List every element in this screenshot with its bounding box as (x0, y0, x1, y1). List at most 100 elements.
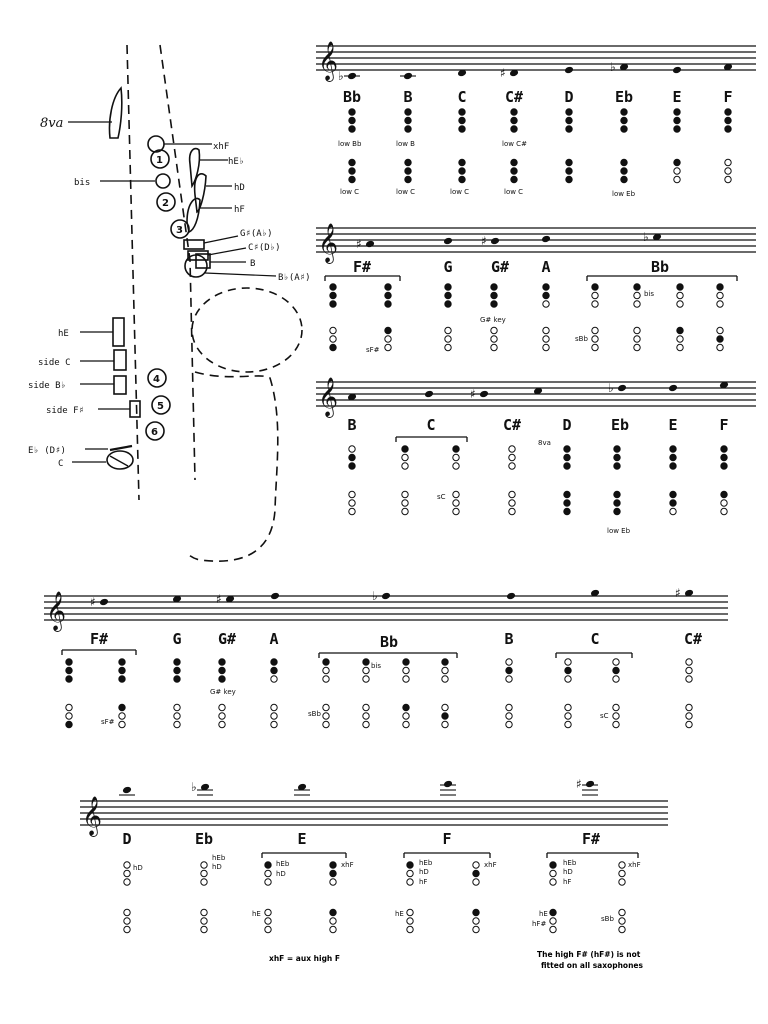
label-b: B (250, 259, 255, 269)
note-label: Bb (651, 258, 669, 276)
open-key (505, 658, 513, 666)
fingering (716, 283, 724, 352)
staves: 𝄞𝄞𝄞𝄞𝄞 (44, 41, 756, 837)
fingering (673, 108, 681, 184)
fingering (542, 283, 550, 352)
footnote-highfsharp-1: The high F# (hF#) is not (537, 950, 641, 959)
fingering (564, 658, 572, 729)
open-key (123, 917, 131, 925)
open-key (362, 703, 370, 712)
closed-key (472, 908, 480, 917)
closed-key (348, 175, 356, 184)
open-key (618, 861, 626, 869)
closed-key (458, 175, 466, 184)
open-key (618, 908, 626, 917)
key-annotation: low C (450, 188, 469, 196)
open-key (676, 291, 684, 300)
closed-key (720, 453, 728, 462)
open-key (406, 917, 414, 925)
open-key (402, 720, 410, 729)
open-key (348, 499, 356, 507)
closed-key (404, 175, 412, 184)
key-annotation: sBb (308, 710, 321, 718)
closed-key (329, 283, 337, 291)
key-annotation: hF# (532, 920, 546, 928)
fingering (123, 861, 131, 934)
closed-key (406, 861, 414, 869)
open-key (490, 343, 498, 352)
fingering (402, 658, 410, 729)
open-key (329, 335, 337, 343)
closed-key (565, 167, 573, 175)
open-key (564, 703, 572, 712)
open-key (123, 861, 131, 869)
note-label: C# (684, 630, 702, 648)
open-key (720, 499, 728, 507)
closed-key (402, 703, 410, 712)
key-num-3: 3 (176, 225, 183, 236)
open-key (118, 720, 126, 729)
open-key (633, 343, 641, 352)
open-key (618, 917, 626, 925)
closed-key (65, 658, 73, 666)
closed-key (173, 675, 181, 683)
closed-key (348, 158, 356, 167)
open-key (401, 490, 409, 499)
key-annotation: low C# (502, 140, 527, 148)
alt-bracket (546, 852, 639, 858)
fingering (270, 658, 278, 729)
key-annotation: hD (563, 868, 573, 876)
flat-sign: ♭ (338, 69, 344, 83)
closed-key (620, 125, 628, 133)
note-label: B (403, 88, 412, 106)
note-label: F (442, 830, 451, 848)
fingering (458, 108, 466, 184)
fingering (505, 658, 513, 729)
closed-key (510, 116, 518, 125)
side-bb-key (113, 375, 127, 395)
open-key (348, 507, 356, 516)
open-key (401, 499, 409, 507)
open-key (618, 869, 626, 878)
key-annotation: hD (133, 864, 143, 872)
closed-key (612, 666, 620, 675)
closed-key (264, 861, 272, 869)
palm-key-heb (188, 147, 201, 189)
key-annotation: low Eb (607, 527, 631, 535)
open-key (724, 158, 732, 167)
alt-bracket (61, 649, 137, 655)
closed-key (669, 490, 677, 499)
label-bb: B♭(A♯) (278, 273, 311, 283)
label-side-c: side C (38, 358, 71, 368)
open-key (591, 343, 599, 352)
key-annotation: sF# (366, 346, 380, 354)
open-key (264, 908, 272, 917)
open-key (173, 703, 181, 712)
sharp-sign: ♯ (481, 234, 487, 248)
note-label: C (426, 416, 435, 434)
key-annotation: xhF (341, 861, 354, 869)
closed-key (322, 658, 330, 666)
fingering (676, 283, 684, 352)
note-head (672, 66, 682, 74)
sharp-sign: ♯ (675, 586, 681, 600)
note-label: C# (503, 416, 521, 434)
note-head: ♭ (372, 589, 391, 603)
open-key (406, 878, 414, 886)
note-head-dot (347, 72, 357, 80)
open-key (270, 675, 278, 683)
note-head: ♯ (481, 234, 500, 248)
open-key (322, 675, 330, 683)
fingering (472, 861, 480, 934)
closed-key (510, 175, 518, 184)
closed-key (458, 158, 466, 167)
key-annotation: 8va (538, 439, 551, 447)
closed-key (716, 283, 724, 291)
open-key (591, 300, 599, 308)
open-key (123, 925, 131, 934)
csharp-key (187, 250, 209, 261)
open-key (633, 326, 641, 335)
note-head (564, 66, 574, 74)
note-head-dot (99, 598, 109, 606)
fingering (724, 108, 732, 184)
